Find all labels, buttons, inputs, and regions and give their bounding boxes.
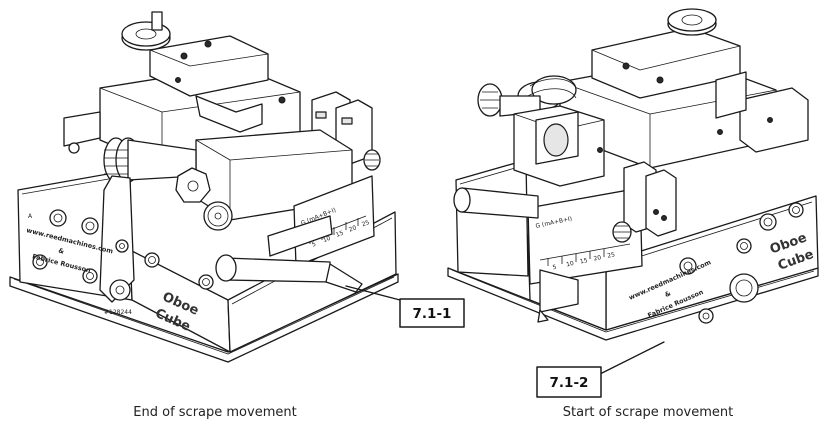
left-scale-tick-3: 15 — [335, 229, 345, 238]
right-scale-tick-2: 10 — [566, 260, 575, 268]
left-serial-text: #128244 — [104, 309, 132, 316]
left-scale-tick-5: 25 — [361, 219, 371, 228]
right-scale-tick-5: 25 — [607, 251, 616, 259]
right-caption: Start of scrape movement — [563, 405, 733, 420]
right-scale-tick-1: 5 — [552, 264, 557, 272]
right-scale-tick-3: 15 — [579, 257, 588, 265]
left-mark-a: A — [28, 213, 33, 220]
right-callout-box — [536, 366, 602, 398]
left-callout-leader — [345, 285, 401, 301]
left-callout-box — [399, 298, 465, 328]
left-scale-tick-2: 10 — [322, 235, 332, 244]
left-machine-drawing — [9, 11, 399, 363]
right-callout-label: 7.1-2 — [550, 375, 589, 391]
right-callout-leader — [599, 341, 665, 375]
right-machine-drawing — [447, 8, 819, 341]
right-amp-text: & — [664, 289, 673, 299]
left-caption: End of scrape movement — [133, 405, 296, 420]
left-scale-tick-1: 5 — [311, 241, 317, 249]
right-scale-tick-4: 20 — [593, 254, 602, 262]
left-callout-label: 7.1-1 — [413, 306, 452, 322]
left-scale-tick-4: 20 — [348, 224, 358, 233]
left-amp-text: & — [58, 247, 66, 256]
